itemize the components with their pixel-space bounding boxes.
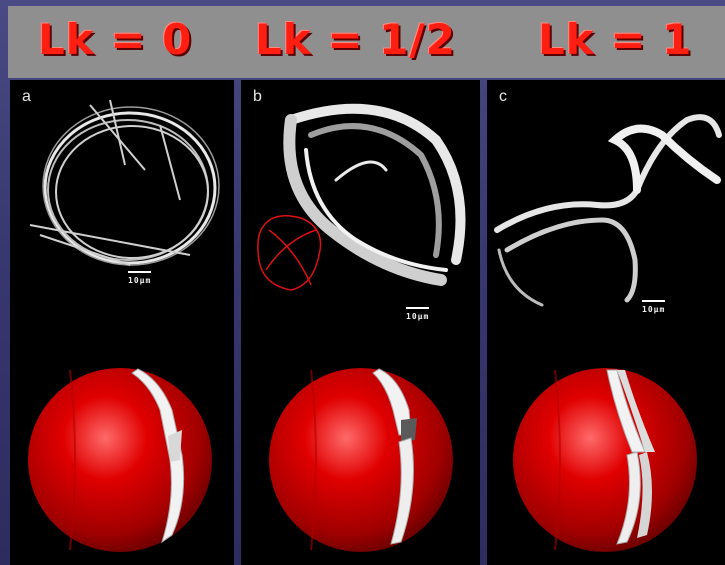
panel-c: c 10μm xyxy=(487,80,725,565)
microscope-image-mobius-half xyxy=(241,80,480,565)
sphere-model-lk-1 xyxy=(513,368,697,552)
sphere-model-lk-0 xyxy=(28,368,212,552)
title-lk-1: Lk = 1 xyxy=(538,10,692,70)
microscope-image-ring xyxy=(10,80,234,565)
red-loop-sketch xyxy=(258,216,321,290)
panel-b: b 10μm xyxy=(241,80,480,565)
title-lk-0: Lk = 0 xyxy=(38,10,192,70)
sphere-model-lk-half xyxy=(269,368,453,552)
scale-label: 10μm xyxy=(406,312,429,321)
panel-a: a xyxy=(10,80,234,565)
title-lk-half: Lk = 1/2 xyxy=(255,10,456,70)
microscope-image-figure-eight xyxy=(487,80,725,565)
scale-label: 10μm xyxy=(642,305,665,314)
scale-label: 10μm xyxy=(128,276,151,285)
